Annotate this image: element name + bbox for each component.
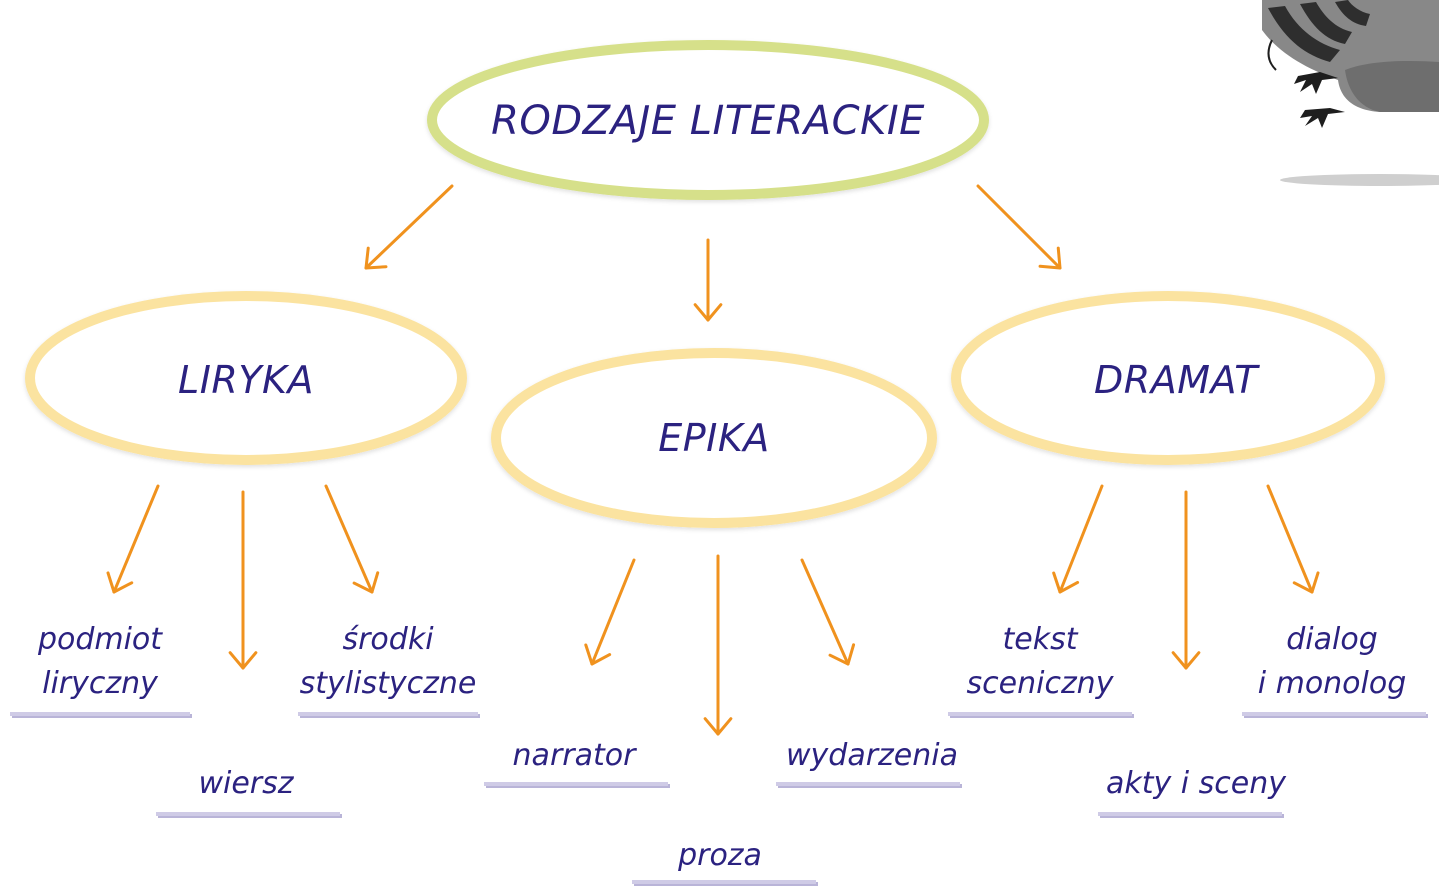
arrow-line — [590, 558, 636, 666]
underline-proza — [632, 880, 816, 884]
leaf-line: podmiot — [37, 622, 163, 657]
leaf-line: sceniczny — [966, 666, 1114, 701]
underline-narrator — [484, 782, 668, 786]
category-label-epika: EPIKA — [658, 416, 770, 460]
category-label-liryka: LIRYKA — [178, 358, 314, 402]
underline-tekst — [948, 712, 1132, 716]
dramat-ellipse — [951, 291, 1385, 465]
leaf-srodki-stylistyczne: środki stylistyczne — [270, 618, 506, 706]
leaf-line: akty i sceny — [1105, 766, 1287, 801]
arrow-head — [703, 717, 733, 736]
arrow-line — [800, 558, 850, 666]
leaf-line: i monolog — [1257, 666, 1407, 701]
arrow-head — [1052, 571, 1080, 594]
epika-ellipse — [491, 348, 937, 528]
arrow-head — [1038, 246, 1062, 270]
root-label: RODZAJE LITERACKIE — [491, 98, 925, 144]
leaf-narrator: narrator — [474, 734, 674, 778]
leaf-wydarzenia: wydarzenia — [752, 734, 992, 778]
arrow-head — [352, 571, 380, 594]
underline-wydarzenia — [776, 782, 960, 786]
arrows-group — [106, 184, 1320, 736]
leaf-dialog-i-monolog: dialog i monolog — [1232, 618, 1432, 706]
arrow-line — [324, 484, 374, 594]
arrow-line — [976, 184, 1062, 270]
underline-podmiot — [10, 712, 190, 716]
underline-srodki — [298, 712, 478, 716]
category-label-dramat: DRAMAT — [1094, 358, 1258, 402]
liryka-ellipse — [25, 291, 467, 465]
arrow-head — [364, 246, 388, 270]
arrow-head — [1171, 651, 1201, 670]
underline-wiersz — [156, 812, 340, 816]
arrow-line — [1266, 484, 1314, 594]
leaf-akty-i-sceny: akty i sceny — [1076, 762, 1316, 806]
leaf-podmiot-liryczny: podmiot liryczny — [0, 618, 200, 706]
arrow-head — [828, 643, 856, 666]
arrow-line — [1058, 484, 1104, 594]
leaf-line: liryczny — [42, 666, 158, 701]
underline-dialog — [1242, 712, 1426, 716]
leaf-line: narrator — [512, 738, 636, 773]
arrow-head — [228, 651, 258, 670]
arrow-head — [693, 303, 723, 322]
leaf-line: dialog — [1286, 622, 1378, 657]
leaf-wiersz: wiersz — [146, 762, 346, 806]
leaf-line: wydarzenia — [786, 738, 958, 773]
leaf-proza: proza — [620, 834, 820, 878]
arrow-line — [112, 484, 160, 594]
leaf-line: tekst — [1002, 622, 1078, 657]
arrow-head — [1292, 571, 1320, 594]
root-ellipse — [427, 40, 989, 200]
arrow-head — [106, 571, 134, 594]
leaf-line: stylistyczne — [299, 666, 477, 701]
arrow-head — [584, 643, 612, 666]
leaf-line: wiersz — [198, 766, 294, 801]
underline-akty — [1098, 812, 1282, 816]
arrow-line — [364, 184, 454, 270]
leaf-line: środki — [342, 622, 434, 657]
raccoon-mascot-icon — [1262, 0, 1439, 186]
leaf-line: proza — [678, 838, 762, 873]
leaf-tekst-sceniczny: tekst sceniczny — [940, 618, 1140, 706]
